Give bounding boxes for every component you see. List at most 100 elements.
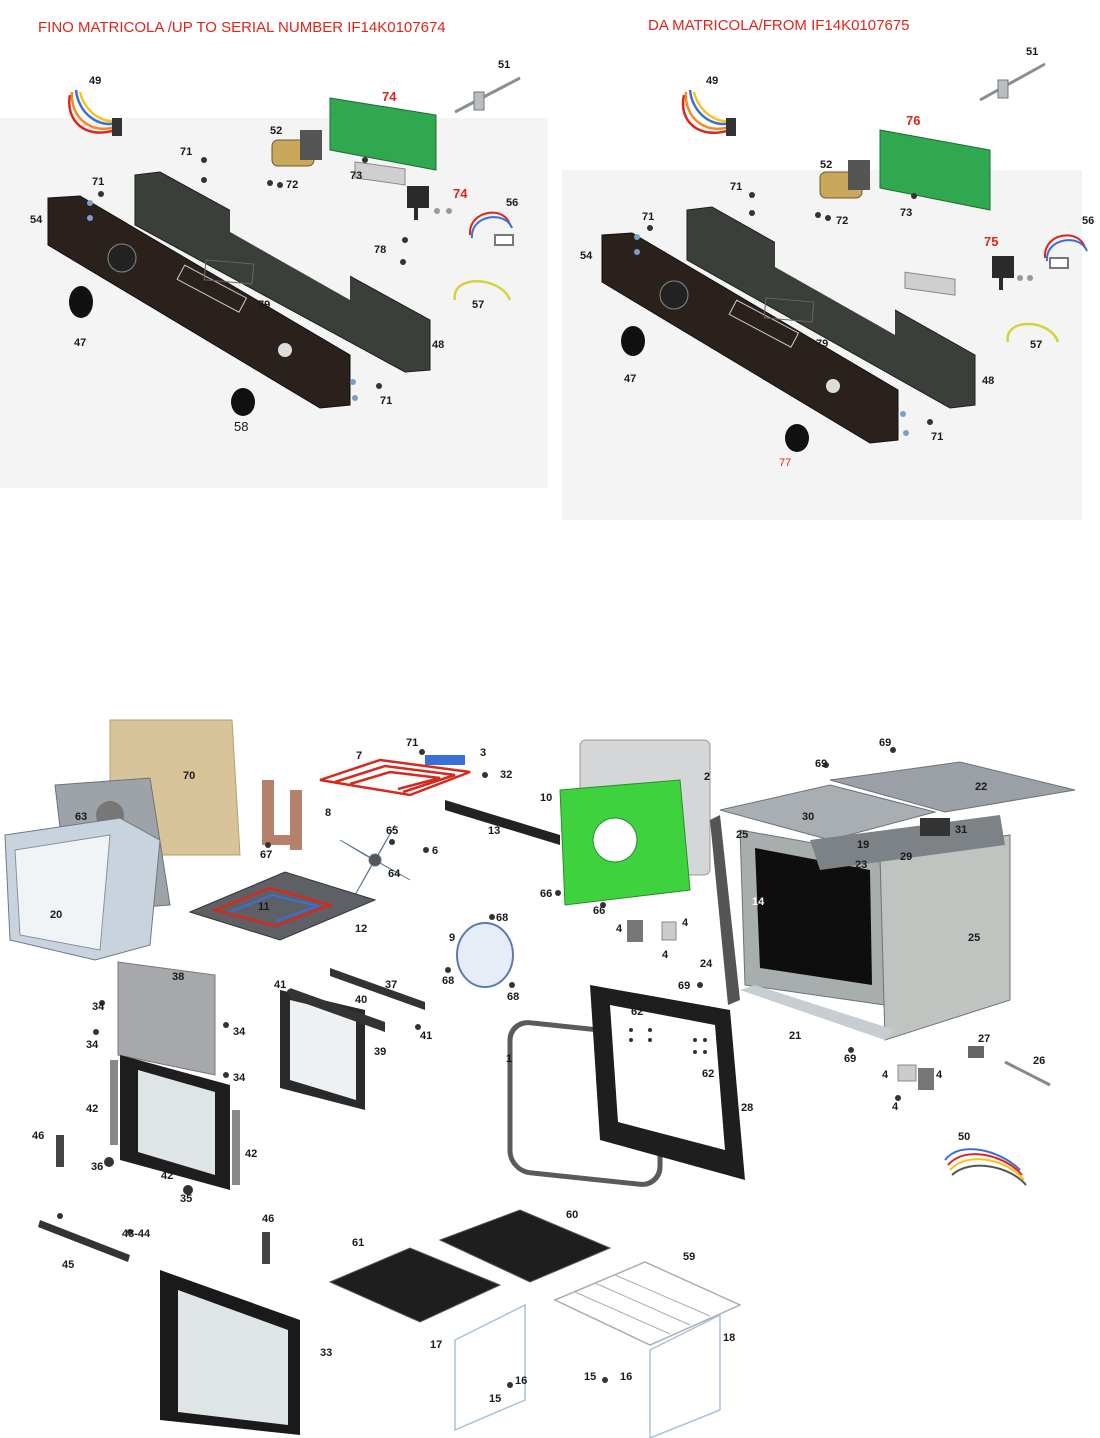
callout-67: 67 [260,849,272,861]
callout-15: 15 [489,1393,501,1405]
callout-77: 77 [779,457,791,469]
callout-41: 41 [274,979,286,991]
callout-63: 63 [75,811,87,823]
door-inner-panel [117,961,216,1076]
callout-71: 71 [642,211,654,223]
callout-39: 39 [374,1046,386,1058]
callout-51: 51 [498,59,510,71]
callout-17: 17 [430,1339,442,1351]
callout-34: 34 [86,1039,99,1051]
door-glass-icon [280,990,365,1110]
callouts-oven: 70 7 71 3 32 2 69 69 8 10 22 63 30 31 13… [32,737,1045,1405]
frame-opening [775,235,895,335]
display-window [176,264,248,313]
callout-42: 42 [86,1103,98,1115]
bracket-clip [661,921,677,941]
callout-69: 69 [678,980,690,992]
callout-42: 42 [245,1148,257,1160]
callout-54: 54 [30,214,43,226]
top-sheet [829,761,1076,813]
frame-opening [230,200,350,300]
oven-exploded-view [4,719,1076,1438]
callout-18: 18 [723,1332,735,1344]
callout-25: 25 [968,932,980,944]
callout-51: 51 [1026,46,1038,58]
pcb-board-icon [879,129,991,296]
callout-10: 10 [540,792,552,804]
callout-78: 78 [374,244,386,256]
callout-65: 65 [386,825,398,837]
liner-fan-hole [592,817,638,863]
callout-49: 49 [89,75,101,87]
panel-frame [134,171,431,373]
callout-73: 73 [900,207,912,219]
callout-4: 4 [682,917,689,929]
callout-21: 21 [789,1030,801,1042]
callout-69: 69 [844,1053,856,1065]
callout-42: 42 [161,1170,173,1182]
knob-icon [621,326,645,356]
cabinet-side-panel [879,834,1011,1041]
callout-4: 4 [882,1069,889,1081]
pcb-board-icon [329,97,437,186]
callout-27: 27 [978,1033,990,1045]
motor-switch-icon [819,160,870,199]
callout-36: 36 [91,1161,103,1173]
callout-2: 2 [704,771,710,783]
callout-41: 41 [420,1030,432,1042]
callout-19: 19 [857,839,869,851]
callout-70: 70 [183,770,195,782]
callout-52: 52 [820,159,832,171]
knob-icon [785,424,809,452]
window-gasket [763,297,815,323]
wiring-harness-icon [67,89,123,136]
callout-68: 68 [496,912,508,924]
control-panel-right [601,62,1088,452]
dial-ring [659,280,689,310]
door-side-strip [232,1110,240,1185]
selector-switch-icon [992,256,1014,278]
thermostat [968,1046,984,1058]
callout-68: 68 [507,991,519,1003]
callouts-left: 49 74 51 52 71 71 72 73 74 54 56 78 79 5… [30,59,518,434]
knob-icon [231,388,255,416]
hinge [262,1232,270,1264]
switch-shaft-icon [999,276,1003,290]
callout-4: 4 [662,949,669,961]
screw-icon [57,747,901,1388]
switch-shaft-icon [414,206,418,220]
fan-guard [456,922,514,988]
callout-12: 12 [355,923,367,935]
hinge [56,1135,64,1167]
oven-tray-icon [328,1247,502,1323]
callout-59: 59 [683,1251,695,1263]
callout-4: 4 [616,923,623,935]
knob-icon [69,286,93,318]
callout-71: 71 [931,431,943,443]
callout-71: 71 [180,146,192,158]
cooling-fan-motor [920,818,950,836]
callout-56: 56 [506,197,518,209]
callout-46: 46 [32,1130,44,1142]
callout-71: 71 [730,181,742,193]
top-sheet [719,784,937,841]
callout-37: 37 [385,979,397,991]
callout-66: 66 [540,888,552,900]
cable-icon [453,280,512,301]
callout-34: 34 [233,1026,246,1038]
callout-8: 8 [325,807,331,819]
support-bar [445,800,560,845]
door-bar [290,988,385,1032]
callout-29: 29 [900,851,912,863]
callout-31: 31 [955,824,967,836]
callout-34: 34 [92,1001,105,1013]
callout-22: 22 [975,781,987,793]
callout-73: 73 [350,170,362,182]
callout-45: 45 [62,1259,74,1271]
callout-16: 16 [515,1375,527,1387]
callout-16: 16 [620,1371,632,1383]
callout-71: 71 [380,395,392,407]
sensor-probe-icon [454,76,521,114]
callout-26: 26 [1033,1055,1045,1067]
